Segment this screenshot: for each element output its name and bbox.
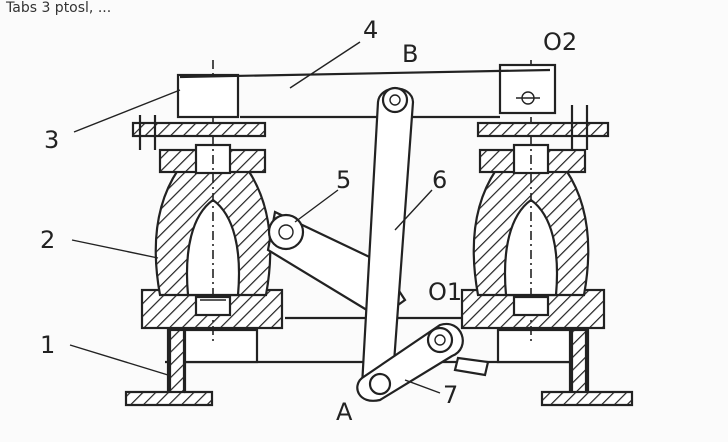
right-insulator [460,60,606,345]
label-7: 7 [443,381,458,409]
label-2: 2 [40,226,55,254]
label-B: B [402,40,418,68]
label-4: 4 [363,16,378,44]
label-1: 1 [40,331,55,359]
left-insulator [140,60,284,345]
label-A: A [336,398,353,426]
label-O1: O1 [428,278,462,306]
rod-6 [360,86,415,392]
leader-lines [69,41,441,394]
label-5: 5 [336,166,351,194]
crank-7 [356,322,490,402]
label-O2: O2 [543,28,577,56]
top-contacts [131,63,610,150]
base-frame [124,316,634,407]
label-3: 3 [44,126,59,154]
header-text: Tabs 3 ptosl, ... [5,0,111,16]
label-6: 6 [432,166,447,194]
